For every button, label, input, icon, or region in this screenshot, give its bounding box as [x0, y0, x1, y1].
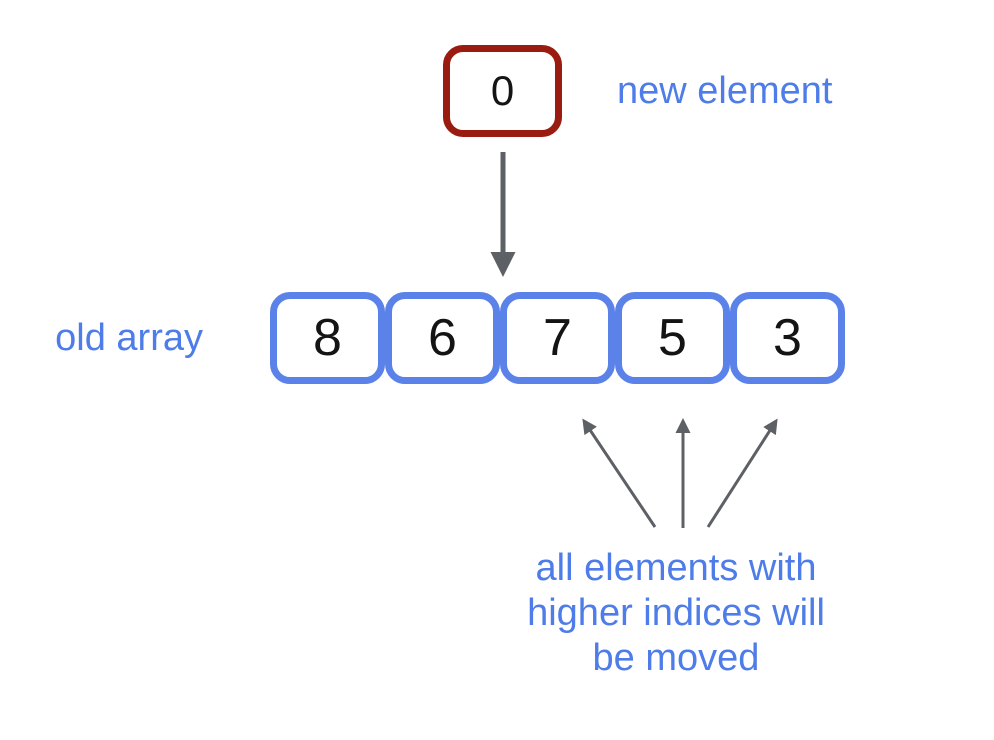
- array-cell-value: 5: [658, 309, 687, 367]
- array-cell: 5: [615, 292, 730, 384]
- caption-line: higher indices will: [527, 592, 825, 634]
- new-element-label: new element: [617, 69, 833, 112]
- caption-line: all elements with: [535, 547, 817, 589]
- new-element-value: 0: [490, 67, 515, 114]
- caption-text: all elements with higher indices will be…: [426, 546, 926, 681]
- array-cell-value: 8: [313, 309, 342, 367]
- shift-arrow-left-icon: [582, 418, 657, 528]
- array-cell-value: 3: [773, 309, 802, 367]
- new-element-box: 0: [443, 45, 562, 137]
- caption-line: be moved: [592, 637, 760, 679]
- array-cell: 8: [270, 292, 385, 384]
- array-cell-value: 6: [428, 309, 457, 367]
- array-cell: 3: [730, 292, 845, 384]
- array-cell: 6: [385, 292, 500, 384]
- old-array-row: 8 6 7 5 3: [270, 292, 845, 384]
- array-cell-value: 7: [543, 309, 572, 367]
- array-cell: 7: [500, 292, 615, 384]
- shift-arrow-right-icon: [706, 418, 778, 528]
- old-array-label: old array: [55, 316, 203, 359]
